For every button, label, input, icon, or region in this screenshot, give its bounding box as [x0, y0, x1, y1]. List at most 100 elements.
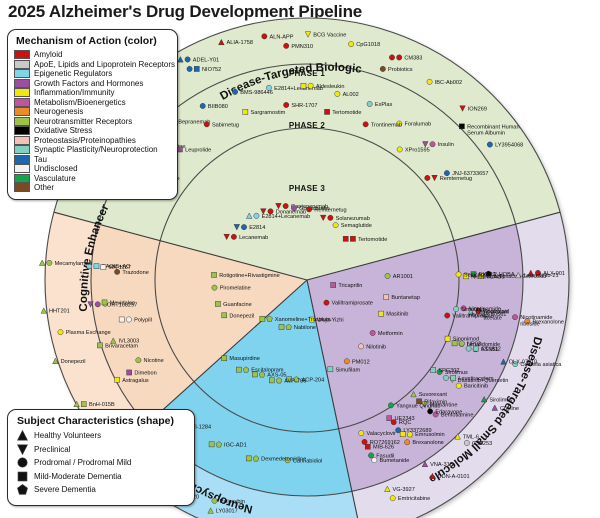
drug-node[interactable]: Tertomotide	[342, 236, 387, 243]
drug-node[interactable]: Siponimod	[444, 335, 479, 343]
drug-node[interactable]: Buntanetap	[383, 294, 420, 302]
drug-node[interactable]: Insulin	[422, 141, 454, 149]
drug-node[interactable]: Sirolimus	[436, 369, 468, 376]
drug-node[interactable]: Brivaracetam	[97, 342, 138, 350]
drug-node[interactable]: AR1001	[384, 272, 413, 280]
drug-node[interactable]: Nabilone	[278, 323, 316, 331]
drug-node[interactable]: Valiltramiprosate	[323, 299, 373, 307]
drug-node[interactable]: Simufilam	[453, 306, 486, 313]
drug-node[interactable]: Trazodone	[114, 268, 149, 276]
drug-node[interactable]: Edaravone	[427, 408, 462, 416]
drug-node[interactable]: E2814	[233, 224, 265, 231]
drug-node[interactable]: BMS-986446	[232, 88, 273, 96]
drug-node[interactable]: 2-HOBA	[485, 270, 515, 278]
drug-node[interactable]: OLX-07010	[500, 358, 538, 366]
drug-node[interactable]: CS6253	[463, 440, 492, 447]
drug-node[interactable]: Sargramostim	[242, 109, 286, 116]
drug-node[interactable]: Polypill	[118, 316, 152, 324]
drug-node[interactable]: RO7269162	[361, 439, 400, 446]
drug-node[interactable]: PMN310	[283, 42, 314, 50]
drug-node[interactable]: Baricitinib	[455, 382, 488, 390]
drug-node[interactable]: ION269	[459, 105, 487, 113]
drug-node[interactable]: Brexanolone	[524, 318, 564, 326]
drug-node[interactable]: Metformin	[369, 330, 403, 337]
drug-node[interactable]: Nicotinic Acid	[463, 273, 505, 281]
drug-node[interactable]: ACP-204	[286, 376, 325, 383]
drug-node[interactable]: Nilotinib	[358, 343, 386, 351]
drug-node[interactable]: Tertomotide	[324, 109, 362, 116]
drug-node[interactable]: BnH-015B	[73, 400, 115, 408]
drug-node[interactable]: Remternetug	[424, 175, 472, 182]
drug-node[interactable]: Solanezumab	[320, 214, 370, 222]
drug-node[interactable]: XPro1595	[396, 146, 430, 154]
drug-node[interactable]: Bumetanide	[371, 457, 410, 464]
drug-node[interactable]: Escitalopram	[236, 366, 284, 374]
drug-node[interactable]: Donepezil	[221, 312, 255, 320]
drug-node[interactable]: Benfotiamine	[432, 411, 474, 419]
drug-node[interactable]: Masitinib	[378, 310, 409, 318]
drug-node[interactable]: Fasudil	[368, 452, 394, 460]
drug-node[interactable]: Memantine	[421, 401, 458, 409]
drug-node[interactable]: SPG302	[430, 367, 460, 375]
drug-node[interactable]: Semaglutide	[332, 222, 372, 229]
drug-node[interactable]: ALN-APP	[261, 33, 294, 41]
drug-node[interactable]: Choline	[491, 404, 519, 412]
drug-node[interactable]: Gonadorelin	[291, 205, 330, 212]
drug-node[interactable]: RQC	[390, 419, 411, 427]
drug-node[interactable]: Emrusolmin	[399, 431, 445, 438]
drug-node[interactable]: Lemborexant	[467, 308, 509, 316]
drug-node[interactable]: IBC-Ab002	[426, 78, 462, 86]
drug-node[interactable]: VNA-318	[421, 460, 453, 468]
drug-node[interactable]: IGC-AD1	[208, 441, 247, 448]
drug-node[interactable]: ADEL-Y01	[177, 56, 220, 64]
drug-node[interactable]: Lecanemab	[223, 233, 268, 241]
drug-node[interactable]: Mevidalen	[101, 299, 135, 307]
drug-node[interactable]: ExPlas	[366, 101, 393, 108]
drug-node[interactable]: BCG Vaccine	[304, 31, 346, 39]
drug-node[interactable]: Tricaprilin	[330, 282, 363, 289]
drug-node[interactable]: Levetiracetam	[443, 374, 494, 382]
drug-node[interactable]: E2814+Lecanemab	[246, 212, 310, 220]
drug-node[interactable]: LY3372689	[395, 427, 432, 435]
drug-node[interactable]: Plasma Exchange	[57, 329, 111, 337]
drug-node[interactable]: Donanemab	[260, 208, 306, 216]
drug-node[interactable]: HHT201	[40, 307, 70, 315]
drug-node[interactable]: Simufilam	[327, 366, 361, 374]
drug-node[interactable]: Rotigotine+Rivastigmine	[211, 272, 280, 279]
drug-node[interactable]: TML-6	[454, 433, 479, 441]
drug-node[interactable]: SHR-1707	[283, 102, 318, 109]
drug-node[interactable]: NP03	[451, 340, 481, 347]
drug-node[interactable]: NIO752	[186, 66, 221, 73]
drug-node[interactable]: DDN-A-0101	[429, 472, 470, 480]
drug-node[interactable]: CORT108297	[87, 301, 138, 309]
drug-node[interactable]: Centella asiatica	[512, 361, 562, 368]
drug-node[interactable]: VG-3927	[384, 485, 415, 493]
drug-node[interactable]: EX039	[470, 271, 496, 279]
drug-node[interactable]: 50561	[482, 311, 506, 319]
drug-node[interactable]: ALIA-1758	[218, 38, 253, 46]
drug-node[interactable]: Remternetug	[306, 206, 347, 214]
drug-node[interactable]: LY03017	[207, 507, 238, 515]
drug-node[interactable]: ALX-001	[527, 269, 565, 277]
drug-node[interactable]: CM383	[389, 54, 422, 62]
drug-node[interactable]: Leucettinib-21	[515, 272, 559, 279]
drug-node[interactable]: AL002	[334, 90, 359, 98]
drug-node[interactable]: Suvorexant	[410, 391, 448, 398]
drug-node[interactable]: AXS-05	[252, 371, 287, 379]
drug-node[interactable]: Cannabidiol	[284, 457, 322, 465]
drug-node[interactable]: Xanomeline+Trospium	[259, 315, 331, 323]
drug-node[interactable]: Wuja-Yizhi	[309, 316, 344, 324]
drug-node[interactable]: Probiotics	[379, 66, 413, 73]
drug-node[interactable]: Foralumab	[396, 120, 432, 128]
drug-node[interactable]: E2814+Lecanemab	[266, 84, 323, 92]
drug-node[interactable]: Senicapoc	[455, 271, 490, 279]
drug-node[interactable]: Rifaximin	[416, 398, 447, 406]
drug-node[interactable]: Dimebon	[126, 369, 157, 377]
drug-node[interactable]: Valacyclovir	[358, 430, 396, 437]
drug-node[interactable]: Piromelatine	[211, 284, 251, 292]
drug-node[interactable]: Yangxue Qingnao	[388, 402, 441, 410]
